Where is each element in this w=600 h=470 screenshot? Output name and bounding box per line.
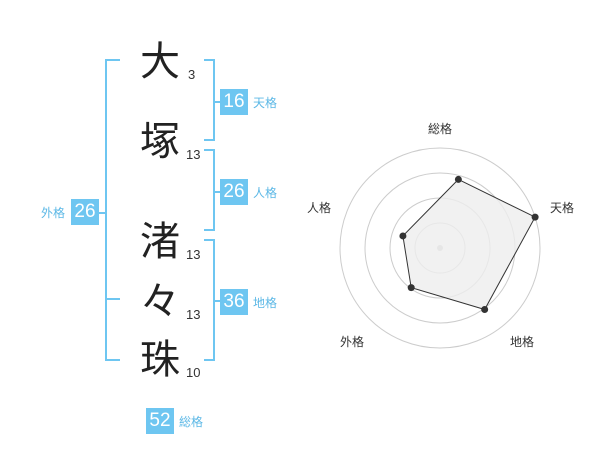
tenkaku-bracket <box>204 59 215 141</box>
radar-point-1 <box>531 213 539 221</box>
name-char-5: 珠 <box>140 337 180 383</box>
gaikaku-value: 26 <box>71 199 99 225</box>
tenkaku-label: 天格 <box>253 96 278 110</box>
jinkaku-label: 人格 <box>253 186 278 200</box>
radar-point-0 <box>454 175 462 183</box>
gaikaku-label: 外格 <box>41 206 66 220</box>
radar-point-3 <box>407 284 415 292</box>
stroke-count-1: 3 <box>188 67 196 82</box>
soukaku-value: 52 <box>146 408 174 434</box>
name-char-3: 渚 <box>140 219 180 265</box>
stroke-count-2: 13 <box>186 147 201 162</box>
radar-ring-4 <box>339 147 541 349</box>
radar-point-2 <box>481 305 489 313</box>
soukaku-label: 総格 <box>179 415 204 429</box>
stroke-count-5: 10 <box>186 365 201 380</box>
jinkaku-value: 26 <box>220 179 248 205</box>
radar-axis-label-tenkaku: 天格 <box>550 201 575 215</box>
radar-axis-label-soukaku: 総格 <box>428 122 453 136</box>
tenkaku-value: 16 <box>220 89 248 115</box>
name-char-4: 々 <box>140 279 180 325</box>
stroke-count-4: 13 <box>186 307 201 322</box>
chikaku-label: 地格 <box>253 296 278 310</box>
gaikaku-bracket <box>105 59 120 361</box>
stroke-count-3: 13 <box>186 247 201 262</box>
name-char-1: 大 <box>140 39 180 85</box>
radar-axis-label-chikaku: 地格 <box>510 335 535 349</box>
chikaku-value: 36 <box>220 289 248 315</box>
radar-axis-label-gaikaku: 外格 <box>340 335 365 349</box>
name-char-2: 塚 <box>140 119 180 165</box>
radar-axis-label-jinkaku: 人格 <box>307 201 332 215</box>
radar-series-polygon <box>402 178 536 311</box>
radar-point-4 <box>399 232 407 240</box>
jinkaku-bracket <box>204 149 215 231</box>
